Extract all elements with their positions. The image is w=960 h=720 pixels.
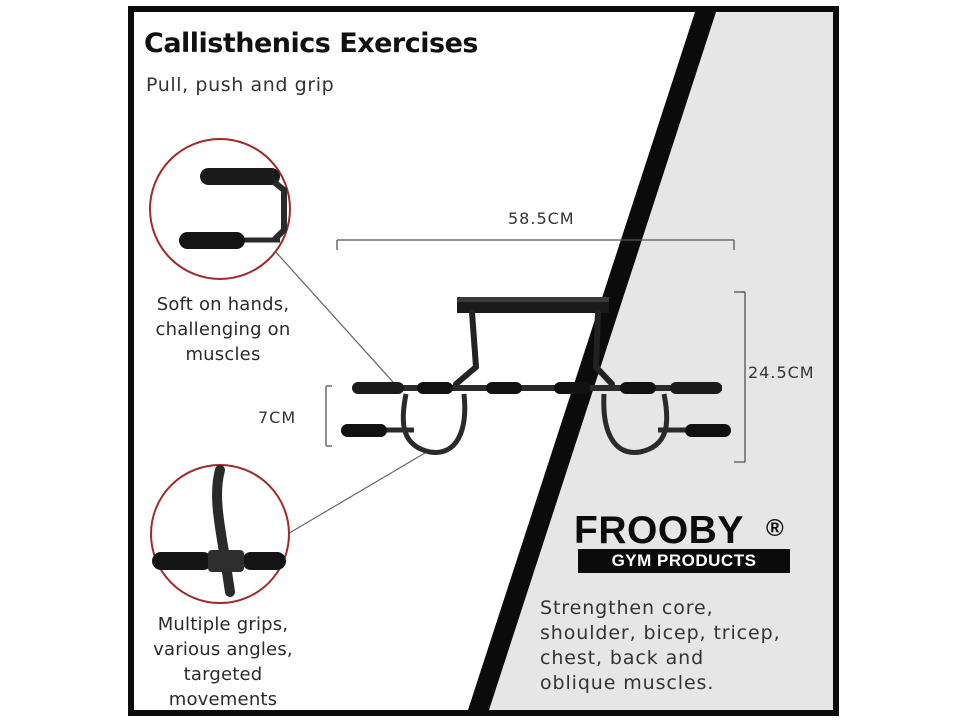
height-dimension-label: 24.5CM [748,363,815,382]
width-bracket [336,239,735,250]
height-bracket [734,291,746,463]
brand-tagline-bar [578,549,790,573]
depth-dimension-label: 7CM [258,408,297,427]
caption-line: Soft on hands, [156,294,290,315]
brand-logo-name: FROOBY [574,509,744,552]
product-infographic: Callisthenics Exercises Pull, push and g… [128,6,839,716]
caption-line: Multiple grips, [157,614,289,635]
benefit-line: Strengthen core, [540,597,714,619]
joint-detail-icon [150,464,290,604]
benefits-text: Strengthen core, shoulder, bicep, tricep… [540,596,830,696]
caption-line: movements [168,689,278,710]
page-title: Callisthenics Exercises [144,28,478,59]
infographic-artwork [149,12,833,710]
page-subtitle: Pull, push and grip [146,74,335,96]
brand-tagline: GYM PRODUCTS [611,551,757,570]
caption-line: targeted [183,664,263,685]
caption-line: challenging on [155,319,291,340]
wall-background [482,12,833,710]
door-frame-edge [468,12,716,710]
callout-caption-bottom: Multiple grips, various angles, targeted… [140,612,306,710]
benefit-line: chest, back and [540,647,705,669]
caption-line: muscles [185,344,261,365]
callout-caption-top: Soft on hands, challenging on muscles [140,292,306,367]
depth-bracket [325,385,332,447]
leader-line-top [273,249,403,393]
leader-line-bottom [285,449,431,536]
registered-mark: ® [766,515,784,542]
benefit-line: oblique muscles. [540,672,715,694]
caption-line: various angles, [153,639,293,660]
grip-detail-icon [149,138,291,280]
pull-up-bar-icon [341,297,731,455]
benefit-line: shoulder, bicep, tricep, [540,622,781,644]
width-dimension-label: 58.5CM [508,209,575,228]
